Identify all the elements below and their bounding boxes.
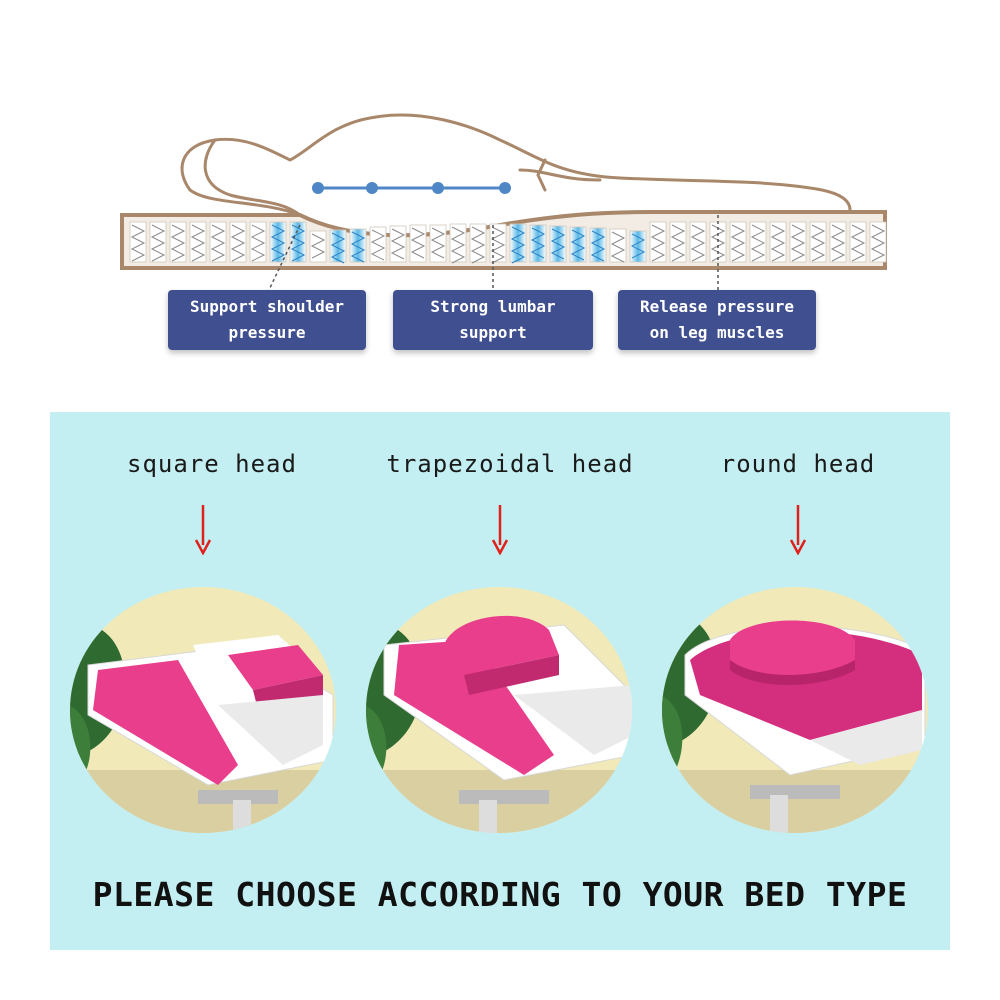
callout-lumbar: Strong lumbar support <box>393 290 593 350</box>
spring-coil <box>170 224 186 262</box>
spring-coil <box>250 224 266 262</box>
spring-icon <box>349 228 367 263</box>
spring-coil <box>370 229 386 261</box>
down-arrow-icon <box>789 505 807 555</box>
down-arrow-icon <box>194 505 212 555</box>
spring-coil <box>290 224 306 262</box>
round-head-photo <box>662 587 928 833</box>
label-trapezoidal-head: trapezoidal head <box>386 450 634 478</box>
spring-coil <box>730 224 746 262</box>
spring-coil <box>770 224 786 262</box>
spring-coil <box>690 224 706 262</box>
spring-coil <box>310 233 326 259</box>
spine-indicator <box>312 182 511 194</box>
spring-coil <box>490 226 506 264</box>
callout-leaders <box>267 215 719 293</box>
spring-coil <box>390 228 406 260</box>
spring-coil <box>210 224 226 262</box>
spring-coil <box>430 227 446 259</box>
spring-coil <box>870 224 886 262</box>
spring-coil <box>810 224 826 262</box>
spring-coil <box>650 224 666 262</box>
spring-coil <box>130 224 146 262</box>
spring-coil <box>270 224 286 262</box>
label-round-head: round head <box>720 450 876 478</box>
trapezoidal-head-photo <box>366 587 632 833</box>
spring-coil <box>530 227 546 259</box>
down-arrow-icon <box>491 505 509 555</box>
choose-bed-type-caption: PLEASE CHOOSE ACCORDING TO YOUR BED TYPE <box>92 875 908 914</box>
spring-coil <box>330 232 346 264</box>
label-square-head: square head <box>127 450 297 478</box>
spring-coil <box>550 228 566 260</box>
spring-coil <box>410 227 426 259</box>
spring-coil <box>630 233 646 259</box>
spring-coil <box>230 224 246 262</box>
spring-icon <box>609 228 627 263</box>
spring-coil <box>850 224 866 262</box>
spring-coil <box>450 226 466 264</box>
spring-coil <box>610 231 626 263</box>
spring-coil <box>830 224 846 262</box>
spring-coil <box>750 224 766 262</box>
spring-coil <box>590 230 606 262</box>
body-outline <box>180 113 852 217</box>
spring-icon <box>589 227 607 263</box>
callout-legs: Release pressure on leg muscles <box>618 290 816 350</box>
square-head-photo <box>70 587 336 833</box>
spring-coil <box>670 224 686 262</box>
mattress-illustration <box>120 113 887 293</box>
spring-coil <box>710 224 726 262</box>
spring-coil <box>790 224 806 262</box>
spring-coil <box>470 226 486 264</box>
callout-shoulder: Support shoulder pressure <box>168 290 366 350</box>
spring-coil <box>190 224 206 262</box>
spring-coil <box>510 226 526 264</box>
spring-coil <box>350 231 366 263</box>
spring-coil <box>150 224 166 262</box>
mattress <box>120 210 887 270</box>
spring-coil <box>570 229 586 261</box>
spring-row <box>129 221 887 264</box>
